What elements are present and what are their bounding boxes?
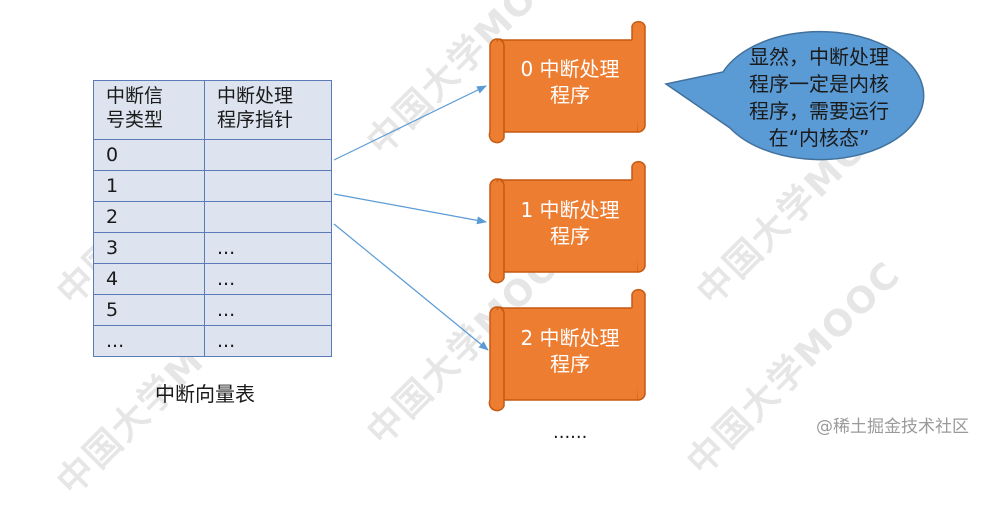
- table-row: ... ...: [93, 325, 332, 357]
- arrow-2: [333, 223, 489, 351]
- pointer-cell: [204, 139, 332, 171]
- table-row: 2: [93, 201, 332, 233]
- source-credit: @稀土掘金技术社区: [816, 417, 969, 437]
- signal-cell: ...: [93, 325, 205, 357]
- header-handler-pointer: 中断处理 程序指针: [204, 80, 332, 140]
- pointer-cell: ...: [204, 325, 332, 357]
- signal-cell: 3: [93, 232, 205, 264]
- callout-text: 显然，中断处理 程序一定是内核 程序，需要运行 在“内核态”: [749, 45, 889, 150]
- interrupt-vector-table: 中断信 号类型 中断处理 程序指针 0 1 2 3 ... 4 ... 5 ..…: [93, 80, 332, 357]
- pointer-cell: ...: [204, 294, 332, 326]
- handler-scroll-0: [488, 20, 646, 144]
- handler-label-1: 1 中断处理 程序: [520, 198, 620, 248]
- more-handlers-ellipsis: ......: [553, 422, 588, 443]
- table-row: 0: [93, 139, 332, 171]
- signal-cell: 4: [93, 263, 205, 295]
- table-row: 1: [93, 170, 332, 202]
- handler-label-0: 0 中断处理 程序: [520, 57, 620, 107]
- arrow-1: [333, 193, 487, 225]
- pointer-cell: [204, 170, 332, 202]
- table-caption: 中断向量表: [155, 382, 255, 406]
- table-row: 5 ...: [93, 294, 332, 326]
- header-signal-type: 中断信 号类型: [93, 80, 205, 140]
- diagram-shapes: [333, 20, 925, 412]
- handler-scroll-2: [488, 288, 646, 412]
- callout-bubble: [664, 30, 925, 161]
- signal-cell: 2: [93, 201, 205, 233]
- signal-cell: 0: [93, 139, 205, 171]
- arrow-0: [333, 85, 487, 161]
- table-header-row: 中断信 号类型 中断处理 程序指针: [93, 80, 332, 140]
- handler-scroll-1: [488, 160, 646, 284]
- handler-label-2: 2 中断处理 程序: [520, 326, 620, 376]
- signal-cell: 5: [93, 294, 205, 326]
